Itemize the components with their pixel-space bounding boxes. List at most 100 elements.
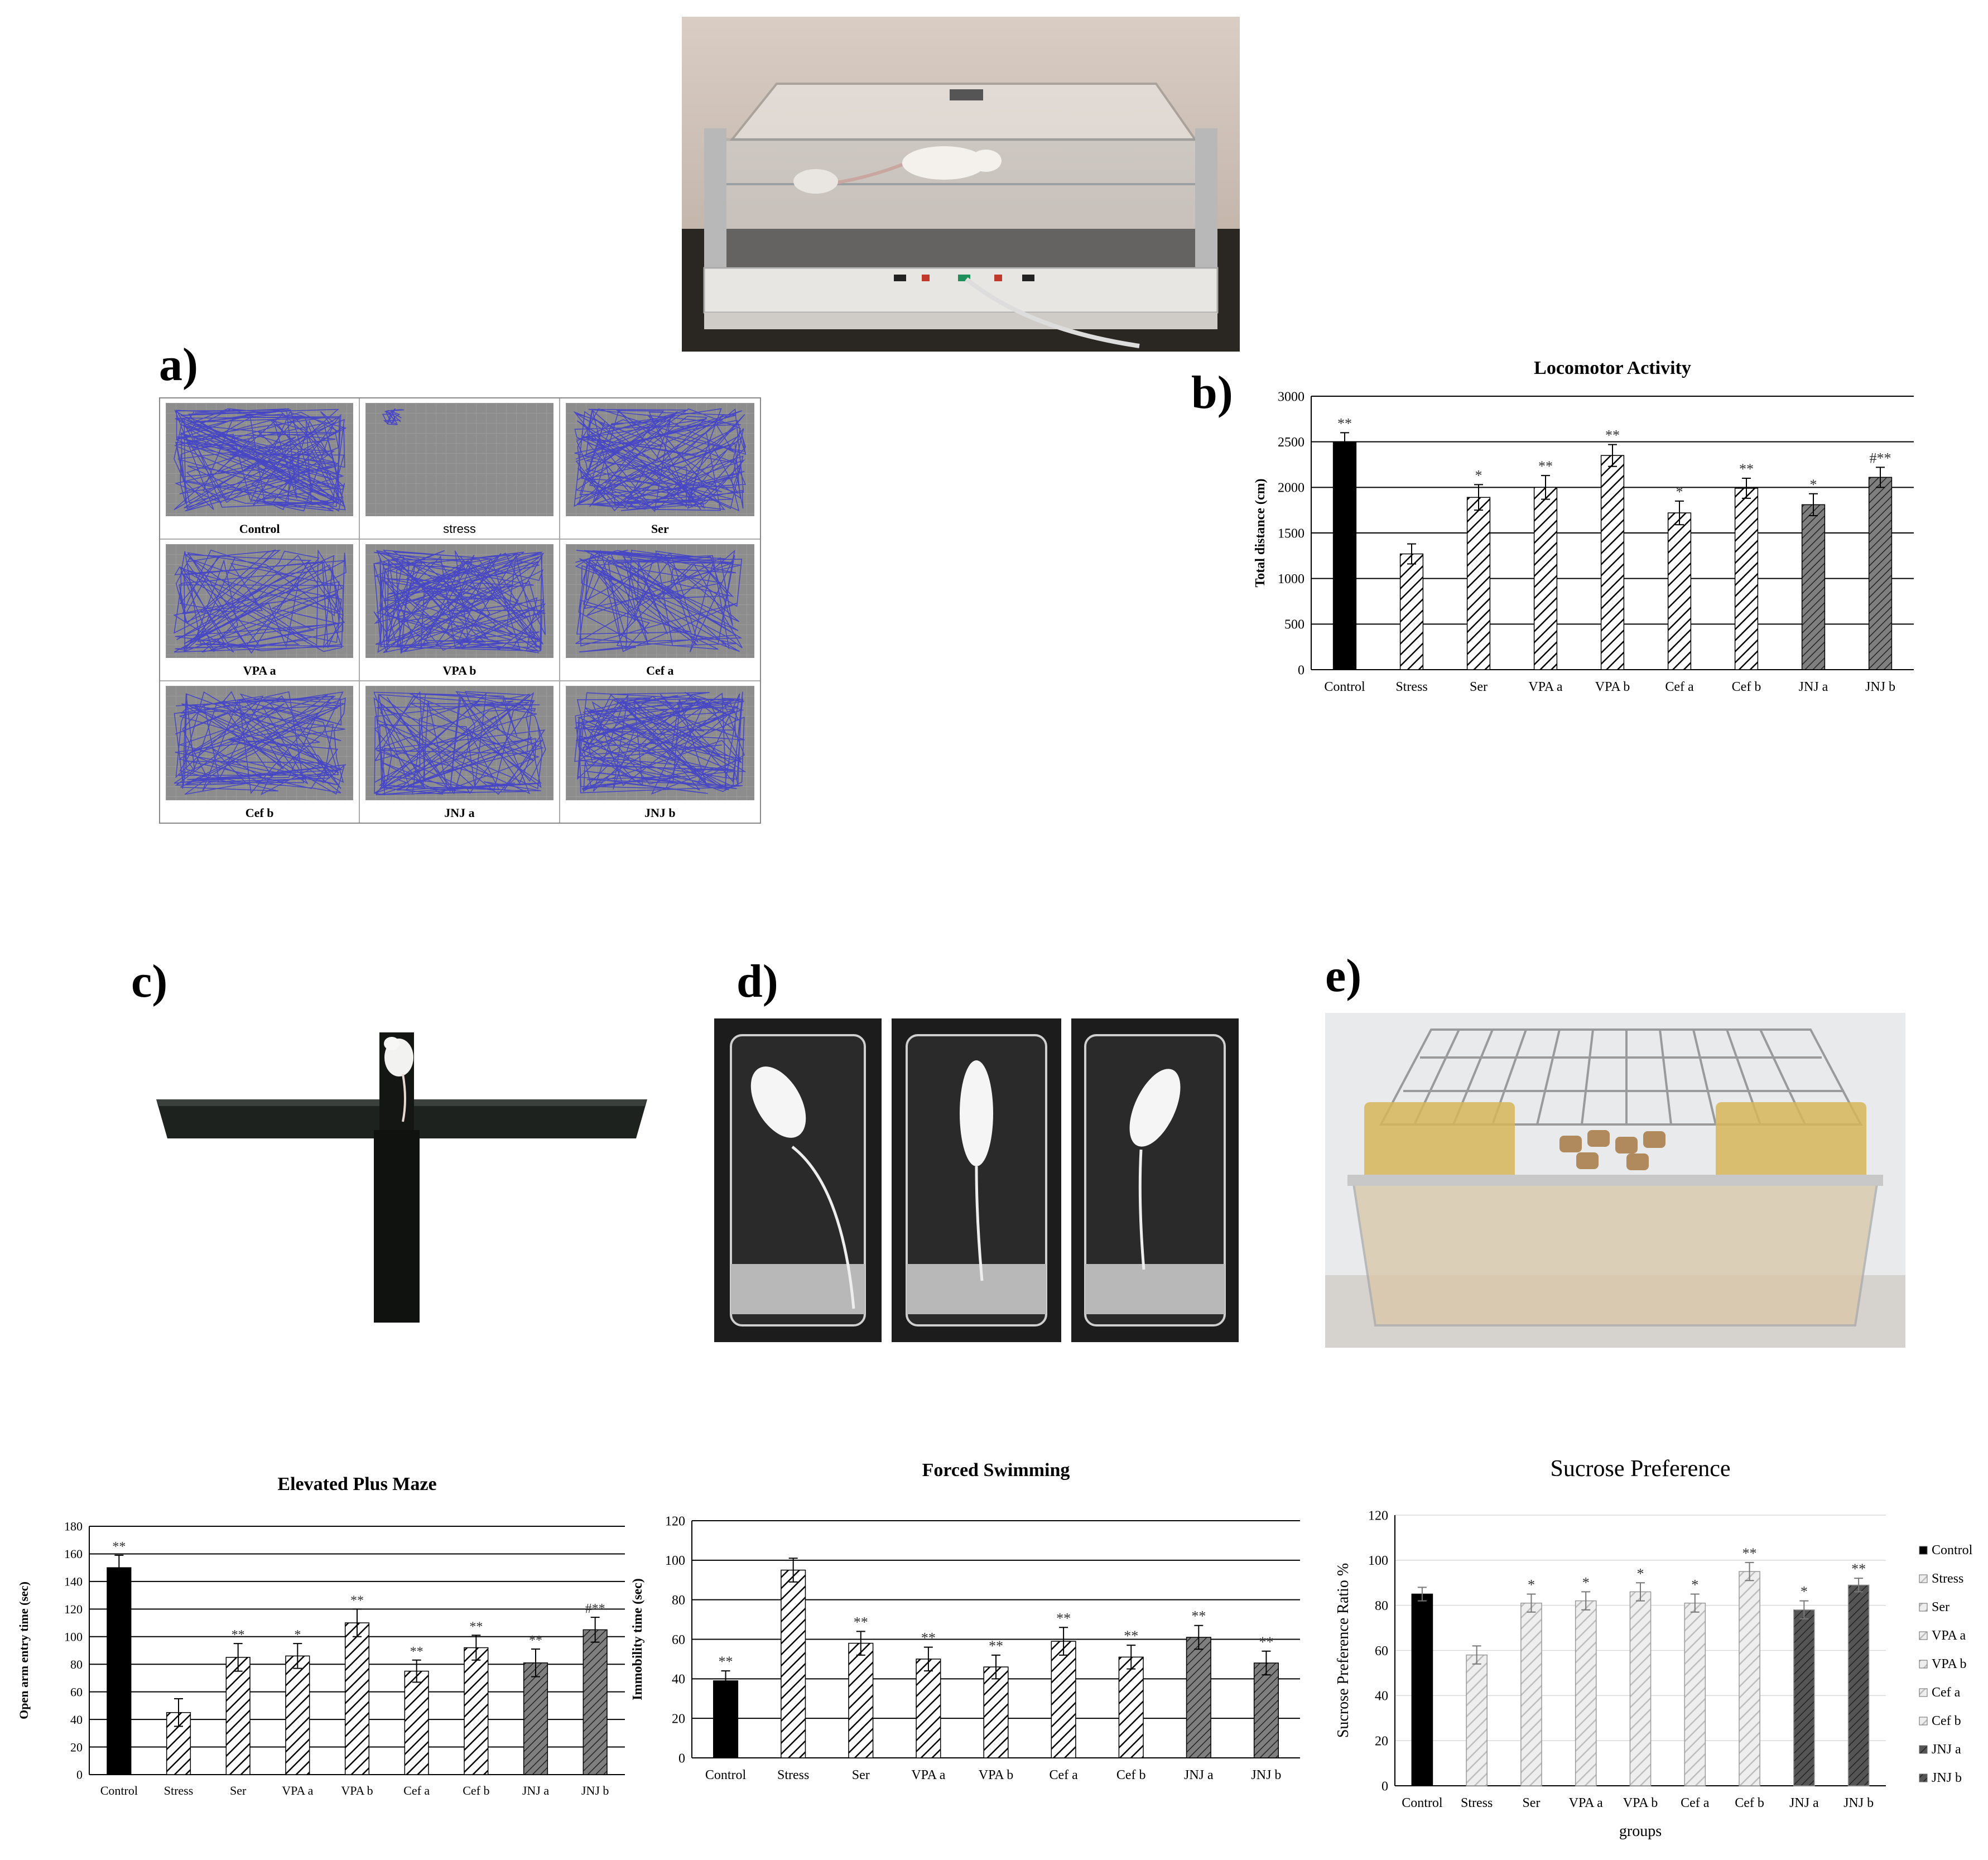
error-bar: [1608, 444, 1617, 467]
x-tick-label: Cef a: [1665, 680, 1694, 694]
significance-label: **: [1337, 415, 1352, 431]
error-bar: [471, 1635, 481, 1661]
x-tick-label: Control: [1402, 1796, 1443, 1810]
tracking-caption: VPA a: [243, 663, 276, 677]
bar: [107, 1567, 132, 1775]
significance-label: **: [1124, 1628, 1138, 1644]
y-tick-label: 0: [678, 1751, 685, 1766]
error-bar: [1742, 478, 1751, 499]
y-tick-label: 180: [64, 1520, 83, 1534]
y-tick-label: 0: [1382, 1779, 1388, 1794]
x-tick-label: Stress: [1461, 1796, 1493, 1810]
y-axis-label: Immobility time (sec): [630, 1578, 645, 1700]
bar: [1600, 455, 1625, 670]
tracking-cell: Control: [160, 398, 360, 540]
x-tick-label: VPA b: [341, 1784, 373, 1797]
x-tick-label: Cef b: [1116, 1768, 1146, 1782]
x-tick-label: Cef a: [1681, 1796, 1710, 1810]
significance-label: **: [410, 1645, 423, 1659]
x-tick-label: VPA b: [1623, 1796, 1658, 1810]
bar: [1533, 487, 1558, 670]
legend-label: JNJ a: [1932, 1742, 1961, 1757]
legend-swatch: [1919, 1745, 1928, 1754]
bar: [1801, 504, 1826, 670]
tracking-arena: [166, 544, 354, 658]
y-tick-label: 1500: [1278, 526, 1305, 541]
tracking-cell: JNJ a: [360, 681, 560, 823]
bar: [344, 1622, 370, 1775]
bar: [1868, 477, 1893, 670]
x-tick-label: JNJ b: [1251, 1768, 1281, 1782]
track-path: [574, 691, 747, 795]
error-bar: [1059, 1627, 1068, 1656]
error-bar: [1690, 1593, 1700, 1613]
x-tick-label: JNJ b: [581, 1784, 609, 1797]
bar: [983, 1666, 1009, 1758]
y-tick-label: 60: [1375, 1644, 1388, 1659]
track-path: [373, 550, 547, 655]
significance-label: *: [1637, 1565, 1644, 1582]
bar: [1118, 1656, 1144, 1758]
forced-swimming-chart: Forced Swimming020406080100120Immobility…: [630, 1460, 1300, 1782]
x-tick-label: JNJ a: [1789, 1796, 1819, 1810]
tracking-cell: stress: [360, 398, 560, 540]
significance-label: **: [1259, 1634, 1273, 1650]
significance-label: **: [854, 1614, 868, 1630]
y-tick-label: 120: [665, 1514, 685, 1529]
swim-illustration: [714, 1018, 1239, 1342]
error-bar: [531, 1648, 540, 1678]
error-bar: [293, 1643, 302, 1669]
legend-label: Stress: [1932, 1571, 1963, 1586]
sucrose-cage-photo: [1325, 1013, 1905, 1348]
error-bar: [1675, 500, 1684, 526]
y-tick-label: 500: [1284, 618, 1305, 632]
bar: [523, 1662, 548, 1775]
swim-cylinder-1: [714, 1018, 882, 1342]
bar: [713, 1680, 739, 1758]
y-tick-label: 120: [64, 1602, 83, 1616]
bar: [1847, 1584, 1870, 1786]
significance-label: *: [1582, 1574, 1590, 1590]
significance-label: **: [529, 1633, 542, 1648]
significance-label: *: [1801, 1584, 1808, 1600]
x-tick-label: VPA a: [1528, 680, 1562, 694]
significance-label: *: [1691, 1577, 1698, 1593]
bar: [1399, 553, 1424, 670]
panel-label-a: a): [159, 339, 198, 391]
error-bar: [114, 1554, 124, 1581]
y-tick-label: 2500: [1278, 435, 1305, 450]
x-tick-label: Cef a: [1049, 1768, 1078, 1782]
x-tick-label: Cef b: [1735, 1796, 1764, 1810]
error-bar: [353, 1608, 362, 1637]
y-tick-label: 40: [1375, 1689, 1388, 1704]
error-bar: [1262, 1650, 1271, 1676]
x-tick-label: VPA a: [282, 1784, 313, 1797]
legend-label: Ser: [1932, 1600, 1950, 1614]
bar: [1253, 1662, 1279, 1758]
x-tick-label: JNJ a: [1184, 1768, 1214, 1782]
cage-illustration: [1325, 1013, 1905, 1348]
error-bar: [923, 1646, 933, 1672]
legend-swatch: [1919, 1717, 1928, 1726]
significance-label: **: [350, 1593, 364, 1608]
significance-label: *: [1810, 477, 1817, 493]
significance-label: #**: [585, 1602, 605, 1616]
error-bar: [991, 1654, 1000, 1680]
tracking-caption: Ser: [651, 522, 669, 536]
x-tick-label: Ser: [1522, 1796, 1540, 1810]
x-tick-label: VPA b: [979, 1768, 1013, 1782]
y-tick-label: 3000: [1278, 390, 1305, 404]
panel-label-d: d): [737, 955, 778, 1007]
significance-label: **: [112, 1540, 126, 1554]
tracking-cell: VPA a: [160, 540, 360, 681]
x-tick-label: JNJ b: [1865, 680, 1895, 694]
y-axis-label: Open arm entry time (sec): [17, 1582, 31, 1719]
x-tick-label: Control: [100, 1784, 138, 1797]
x-tick-label: VPA a: [911, 1768, 945, 1782]
bar: [1466, 1654, 1488, 1786]
error-bar: [788, 1558, 798, 1583]
y-tick-label: 0: [76, 1768, 83, 1782]
locomotor-activity-chart: Locomotor Activity0500100015002000250030…: [1253, 358, 1914, 694]
apparatus-illustration: [682, 17, 1240, 352]
panel-label-b: b): [1191, 367, 1233, 419]
